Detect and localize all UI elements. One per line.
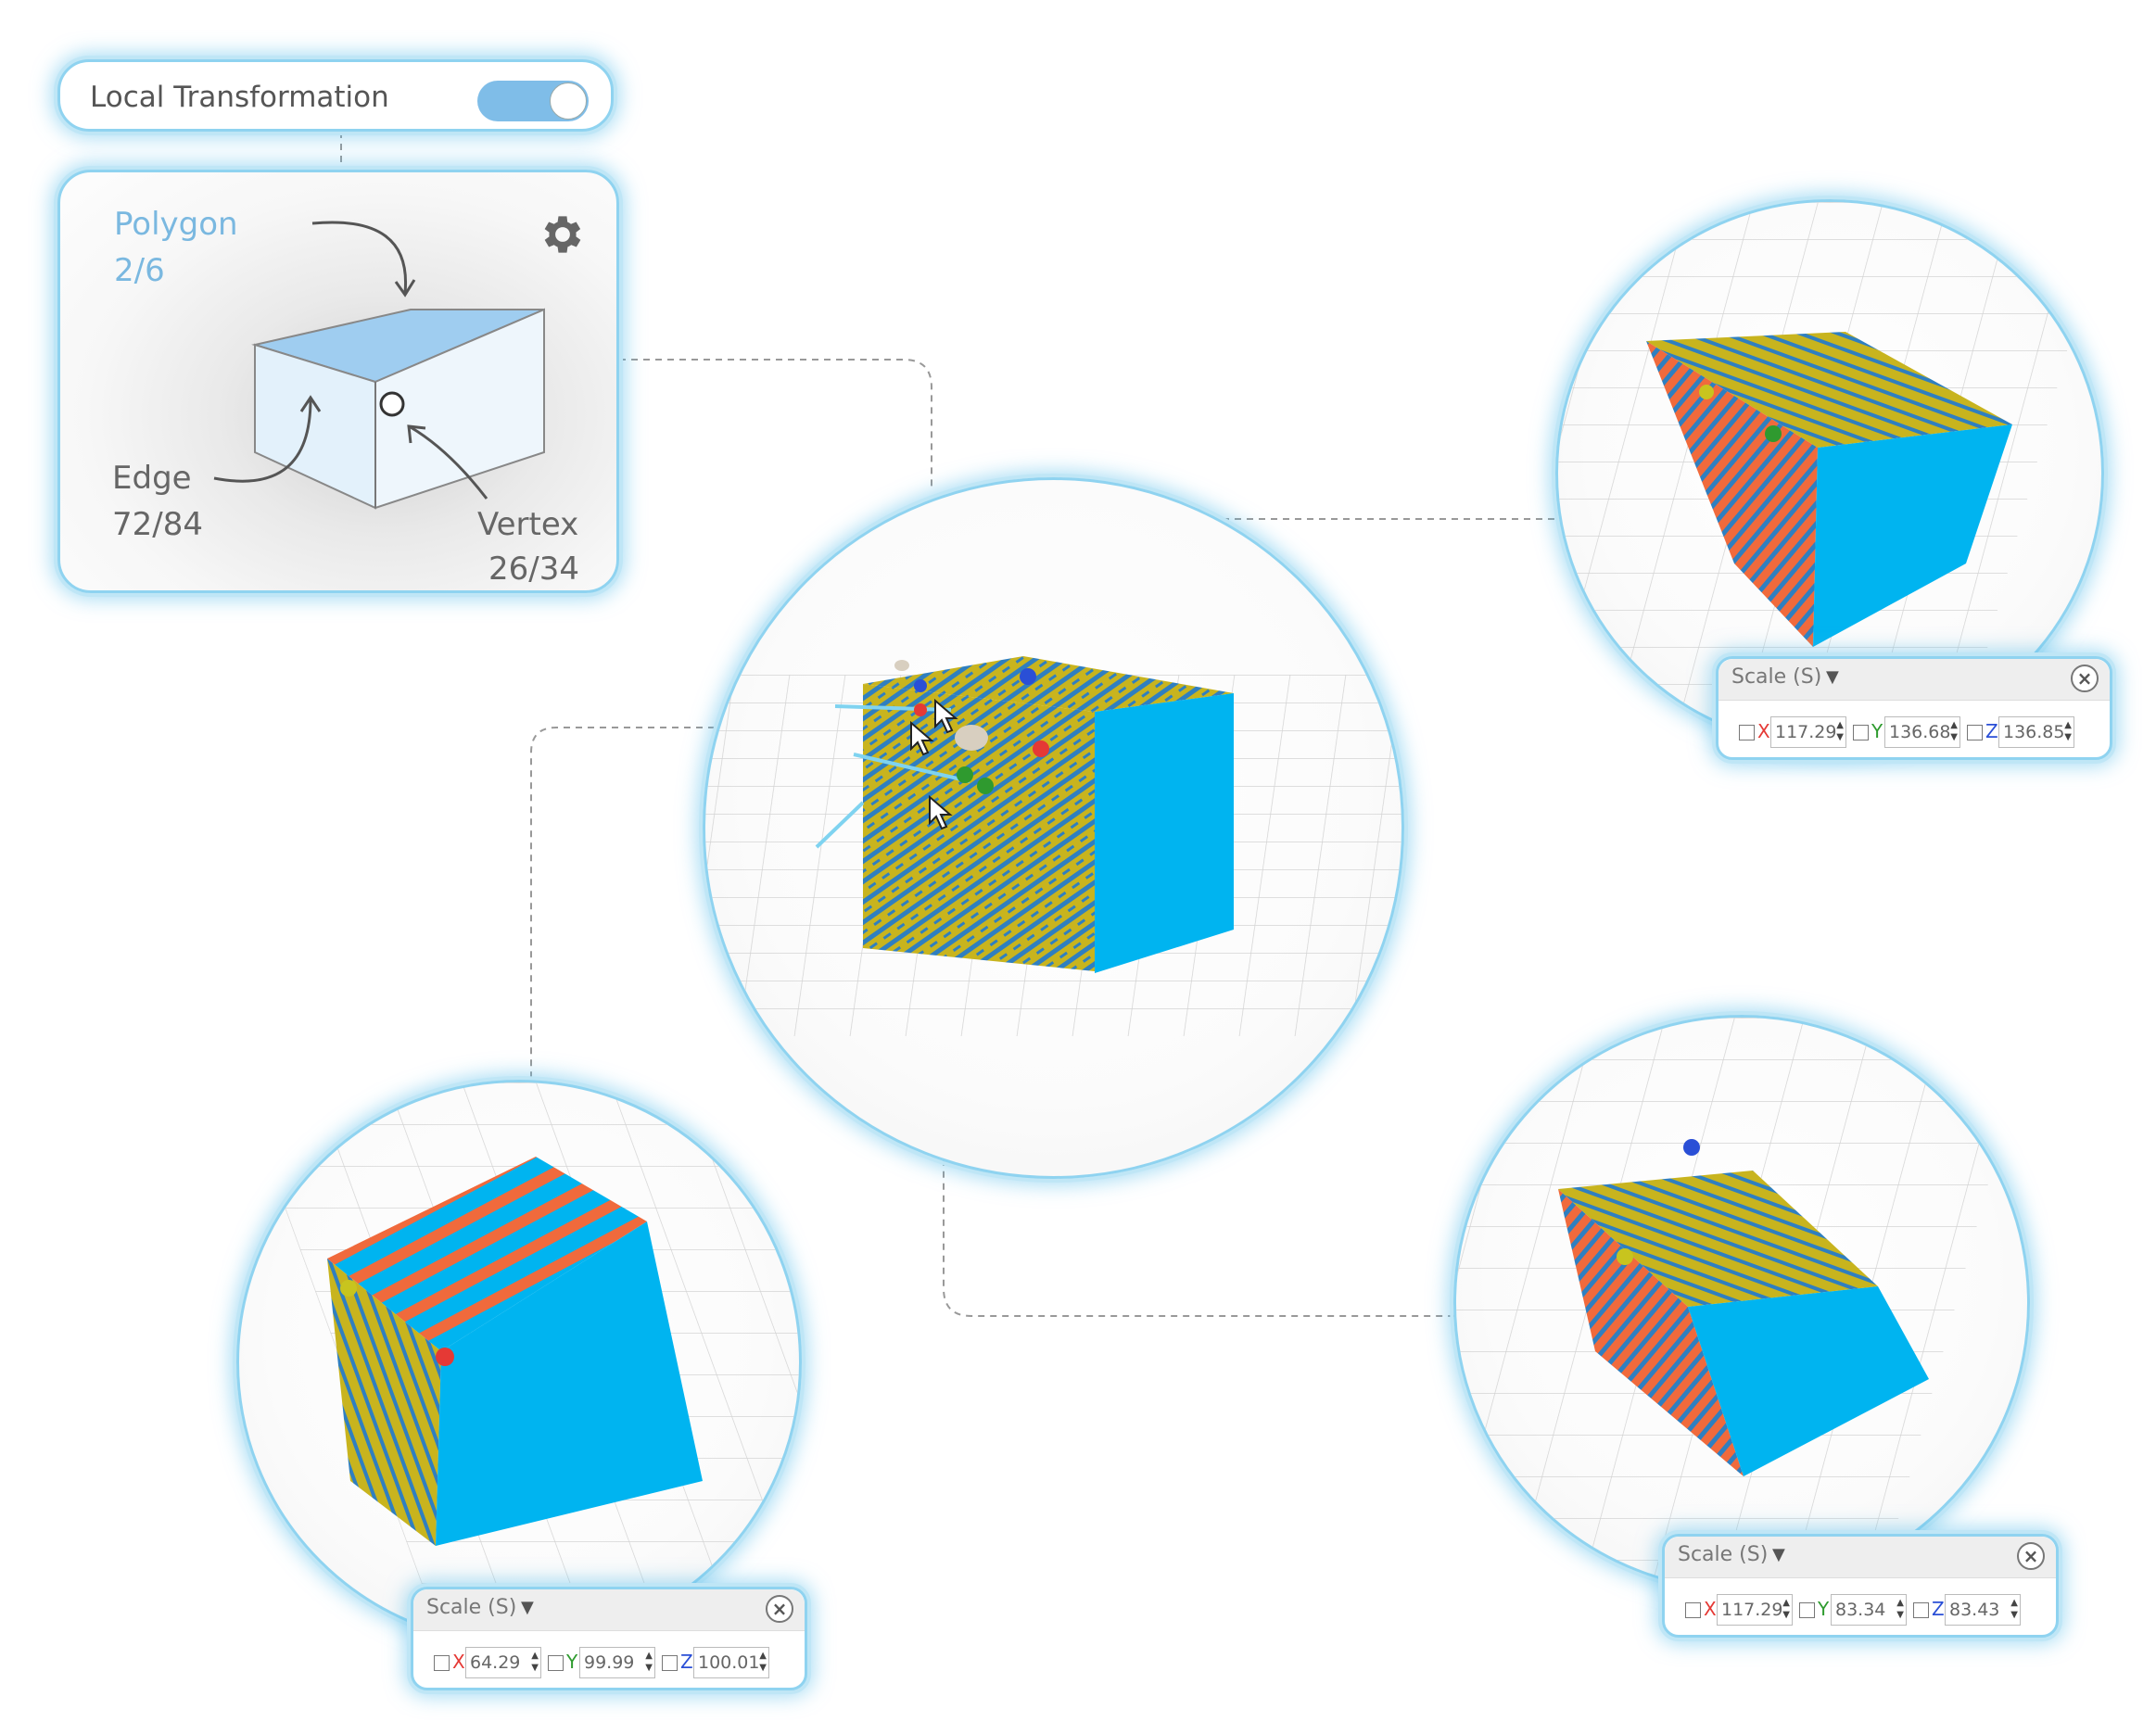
scale-panel-header: Scale (S) ▼ × xyxy=(1718,659,2110,701)
blue-handle xyxy=(1683,1139,1700,1156)
scale-inputs-row: X 64.29▲▼ Y 99.99▲▼ Z 100.01▲▼ xyxy=(426,1645,816,1682)
polygon-label: Polygon xyxy=(114,206,238,243)
transform-gizmo[interactable] xyxy=(815,660,1049,849)
x-axis-label: X xyxy=(1757,720,1770,742)
y-axis-label: Y xyxy=(1871,720,1883,742)
x-axis-label: X xyxy=(452,1651,465,1673)
y-scale-input[interactable]: 83.34▲▼ xyxy=(1831,1594,1907,1626)
scale-panel-bottom-right: Scale (S) ▼ × X 117.29▲▼ Y 83.34▲▼ Z 83.… xyxy=(1662,1534,2059,1638)
cursor-icon xyxy=(910,698,958,830)
green-handle xyxy=(1765,425,1782,442)
polygon-count: 2/6 xyxy=(114,252,165,289)
scale-inputs-row: X 117.29▲▼ Y 83.34▲▼ Z 83.43▲▼ xyxy=(1678,1592,2067,1629)
box-illustration xyxy=(213,221,545,510)
x-checkbox[interactable] xyxy=(1685,1602,1701,1618)
z-scale-input[interactable]: 136.85▲▼ xyxy=(1998,716,2074,748)
close-icon[interactable]: × xyxy=(2017,1542,2045,1570)
scale-panel-title: Scale (S) xyxy=(1678,1543,1769,1566)
z-axis-label: Z xyxy=(1932,1598,1945,1620)
vertex-label: Vertex xyxy=(477,506,579,543)
z-axis-label: Z xyxy=(1985,720,1998,742)
close-icon[interactable]: × xyxy=(2071,664,2099,692)
y-scale-input[interactable]: 136.68▲▼ xyxy=(1884,716,1960,748)
scale-panel-top-right: Scale (S) ▼ × X 117.29▲▼ Y 136.68▲▼ Z 13… xyxy=(1716,656,2112,760)
bottom-right-viewport-lens[interactable] xyxy=(1453,1015,2030,1591)
z-scale-input[interactable]: 83.43▲▼ xyxy=(1945,1594,2021,1626)
bottom-right-viewport-scene xyxy=(1456,1018,2027,1588)
local-transformation-card: Local Transformation xyxy=(57,59,614,132)
red-handle xyxy=(436,1348,454,1366)
scale-panel-header: Scale (S) ▼ × xyxy=(413,1589,805,1631)
x-checkbox[interactable] xyxy=(434,1655,450,1671)
top-right-viewport-scene xyxy=(1558,202,2101,745)
y-checkbox[interactable] xyxy=(548,1655,564,1671)
edge-label: Edge xyxy=(112,460,192,497)
x-scale-input[interactable]: 64.29▲▼ xyxy=(465,1647,541,1678)
z-checkbox[interactable] xyxy=(662,1655,678,1671)
scale-panel-header: Scale (S) ▼ × xyxy=(1665,1537,2056,1578)
z-checkbox[interactable] xyxy=(1913,1602,1929,1618)
scale-panel-title: Scale (S) xyxy=(426,1596,517,1619)
vertex-marker xyxy=(379,391,405,417)
y-checkbox[interactable] xyxy=(1799,1602,1815,1618)
toggle-knob[interactable] xyxy=(550,82,587,120)
x-axis-label: X xyxy=(1704,1598,1717,1620)
center-viewport-scene xyxy=(705,656,1401,1036)
caret-down-icon[interactable]: ▼ xyxy=(1826,667,1839,687)
z-scale-input[interactable]: 100.01▲▼ xyxy=(693,1647,769,1678)
x-checkbox[interactable] xyxy=(1739,725,1755,740)
y-checkbox[interactable] xyxy=(1853,725,1869,740)
selection-legend-card: Polygon 2/6 Edge 72/84 Vertex 26/34 xyxy=(57,170,619,593)
local-transformation-label: Local Transformation xyxy=(90,81,389,114)
yellow-handle xyxy=(340,1280,357,1297)
vertex-count: 26/34 xyxy=(488,551,579,588)
yellow-handle xyxy=(1617,1248,1633,1265)
scale-panel-title: Scale (S) xyxy=(1731,665,1822,689)
local-transformation-toggle[interactable] xyxy=(477,81,589,121)
yellow-handle xyxy=(1699,385,1714,399)
bottom-left-viewport-lens[interactable] xyxy=(236,1080,802,1645)
scale-panel-bottom-left: Scale (S) ▼ × X 64.29▲▼ Y 99.99▲▼ Z 100.… xyxy=(411,1587,807,1690)
gear-icon[interactable] xyxy=(538,209,588,259)
bottom-left-viewport-scene xyxy=(239,1082,799,1642)
close-icon[interactable]: × xyxy=(766,1595,793,1623)
caret-down-icon[interactable]: ▼ xyxy=(521,1598,534,1617)
x-scale-input[interactable]: 117.29▲▼ xyxy=(1770,716,1846,748)
z-axis-label: Z xyxy=(680,1651,693,1673)
edge-count: 72/84 xyxy=(112,506,203,543)
x-scale-input[interactable]: 117.29▲▼ xyxy=(1717,1594,1793,1626)
center-viewport-lens[interactable] xyxy=(703,477,1404,1179)
y-axis-label: Y xyxy=(566,1651,578,1673)
z-checkbox[interactable] xyxy=(1967,725,1983,740)
caret-down-icon[interactable]: ▼ xyxy=(1772,1545,1785,1564)
y-scale-input[interactable]: 99.99▲▼ xyxy=(579,1647,655,1678)
y-axis-label: Y xyxy=(1818,1598,1830,1620)
scale-inputs-row: X 117.29▲▼ Y 136.68▲▼ Z 136.85▲▼ xyxy=(1731,715,2121,752)
